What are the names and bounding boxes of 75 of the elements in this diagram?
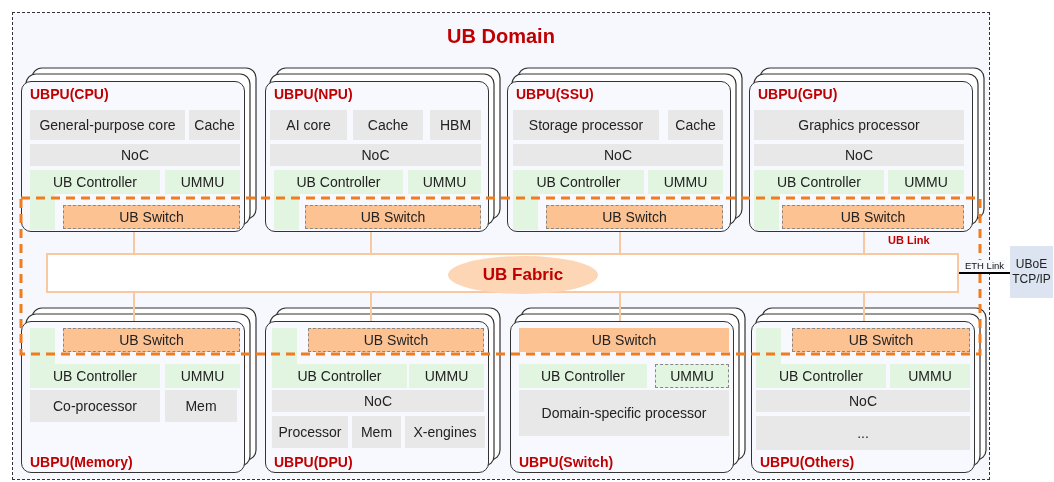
- fabric-band: [46, 253, 959, 293]
- component-block: Domain-specific processor: [519, 390, 729, 436]
- component-block: Co-processor: [30, 390, 160, 422]
- controller-block: UB Controller: [754, 170, 884, 194]
- component-block: General-purpose core: [30, 110, 185, 140]
- component-block: Mem: [165, 390, 237, 422]
- component-block: NoC: [513, 144, 723, 166]
- switch-block: UB Switch: [792, 328, 970, 352]
- switch-block: UB Switch: [63, 205, 240, 229]
- connector-line: [863, 292, 865, 322]
- switch-block: UB Switch: [63, 328, 240, 352]
- component-block: ...: [756, 416, 970, 450]
- unit-title: UBPU(CPU): [30, 86, 109, 102]
- controller-block: UB Controller: [30, 364, 160, 388]
- connector-line: [133, 292, 135, 322]
- controller-block: UB Controller: [272, 364, 407, 388]
- connector-line: [863, 231, 865, 254]
- controller-block: UMMU: [165, 364, 240, 388]
- switch-block: UB Switch: [519, 328, 729, 352]
- connector-line: [619, 231, 621, 254]
- domain-title: UB Domain: [446, 25, 556, 48]
- component-block: NoC: [756, 390, 970, 412]
- component-block: Storage processor: [513, 110, 659, 140]
- component-block: NoC: [270, 144, 481, 166]
- unit-card: [21, 321, 245, 473]
- unit-title: UBPU(NPU): [274, 86, 353, 102]
- component-block: AI core: [270, 110, 347, 140]
- component-block: Graphics processor: [754, 110, 964, 140]
- connector-line: [370, 292, 372, 322]
- switch-block: UB Switch: [546, 205, 723, 229]
- component-block: Cache: [668, 110, 723, 140]
- unit-card: [265, 321, 489, 473]
- connector-line: [370, 231, 372, 254]
- unit-card: [751, 321, 975, 473]
- controller-block: UMMU: [890, 364, 970, 388]
- unit-card: [265, 81, 489, 232]
- component-block: Mem: [352, 416, 401, 448]
- unit-title: UBPU(Others): [760, 454, 855, 470]
- controller-block: UMMU: [888, 170, 964, 194]
- unit-title: UBPU(Memory): [30, 454, 133, 470]
- unit-title: UBPU(Switch): [519, 454, 614, 470]
- protocol-box: UBoE TCP/IP: [1010, 246, 1053, 298]
- component-block: X-engines: [405, 416, 485, 448]
- controller-block: UB Controller: [513, 170, 644, 194]
- unit-title: UBPU(SSU): [516, 86, 594, 102]
- switch-block: UB Switch: [782, 205, 964, 229]
- switch-block: UB Switch: [308, 328, 484, 352]
- unit-title: UBPU(DPU): [274, 454, 353, 470]
- component-block: Processor: [272, 416, 348, 448]
- controller-block: UMMU: [409, 364, 484, 388]
- controller-block: UMMU: [655, 364, 729, 388]
- controller-block: UMMU: [408, 170, 481, 194]
- component-block: NoC: [30, 144, 240, 166]
- connector-line: [619, 292, 621, 322]
- component-block: Cache: [353, 110, 423, 140]
- switch-block: UB Switch: [305, 205, 481, 229]
- unit-card: [507, 81, 731, 232]
- controller-block: UB Controller: [756, 364, 886, 388]
- edge-label: ETH Link: [963, 260, 1006, 271]
- fabric-ellipse: UB Fabric: [448, 256, 598, 294]
- connector-line: [958, 272, 1011, 274]
- component-block: NoC: [272, 390, 484, 412]
- connector-line: [133, 231, 135, 254]
- unit-title: UBPU(GPU): [758, 86, 838, 102]
- controller-block: UMMU: [648, 170, 723, 194]
- unit-card: [510, 321, 734, 473]
- unit-card: [749, 81, 973, 232]
- controller-block: UB Controller: [30, 170, 160, 194]
- controller-block: UB Controller: [519, 364, 647, 388]
- unit-card: [21, 81, 245, 232]
- component-block: NoC: [754, 144, 964, 166]
- component-block: HBM: [430, 110, 481, 140]
- component-block: Cache: [189, 110, 240, 140]
- controller-block: UB Controller: [274, 170, 403, 194]
- controller-block: UMMU: [165, 170, 240, 194]
